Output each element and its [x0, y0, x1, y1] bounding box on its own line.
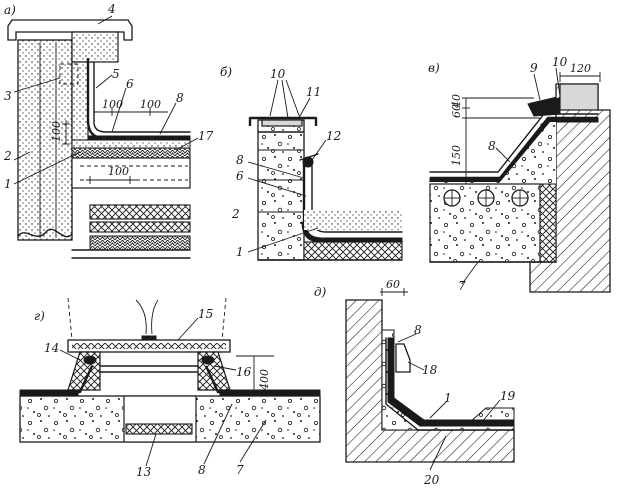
parapet-wall — [257, 119, 305, 261]
callout-7: 7 — [236, 463, 244, 477]
callout-13: 13 — [136, 465, 152, 479]
dim-label-100: 100 — [102, 98, 123, 111]
dimension-lines-d — [380, 288, 408, 296]
callout-5: 5 — [112, 67, 120, 81]
panel-letter-d: д) — [314, 285, 327, 299]
panel-letter-b: б) — [220, 65, 232, 79]
parapet-cap — [248, 116, 318, 126]
wall-panel — [17, 39, 73, 241]
dimension-lines-a — [62, 108, 168, 184]
callout-4: 4 — [107, 2, 116, 16]
callout-18: 18 — [422, 363, 438, 377]
dimension-lines-v — [462, 72, 601, 185]
callout-1: 1 — [444, 391, 452, 405]
dim-label-60: 60 — [450, 104, 463, 118]
callout-8: 8 — [414, 323, 422, 337]
panel-b: б) 10 11 12 8 6 2 1 — [220, 65, 403, 261]
ceiling-slab-layers — [89, 204, 191, 220]
dim-label-120: 120 — [570, 62, 591, 75]
dim-label-100: 100 — [140, 98, 161, 111]
callout-6: 6 — [126, 77, 134, 91]
callout-9: 9 — [530, 61, 538, 75]
callout-15: 15 — [198, 307, 213, 321]
coping-cap — [7, 19, 133, 41]
callout-2: 2 — [231, 207, 240, 221]
callout-7: 7 — [458, 279, 466, 293]
callout-8: 8 — [236, 153, 244, 167]
callout-3: 3 — [4, 89, 12, 103]
roof-insulation-b — [303, 241, 403, 261]
parapet-block — [71, 61, 89, 141]
callout-16: 16 — [236, 365, 252, 379]
light-opening-frame — [125, 423, 193, 435]
coping-block — [71, 31, 119, 63]
dashed-element — [59, 63, 79, 85]
dim-label-100: 100 — [108, 165, 129, 178]
callout-1: 1 — [538, 121, 546, 135]
panel-letter-a: а) — [4, 3, 16, 17]
dim-label-60: 60 — [386, 278, 400, 291]
callout-6: 6 — [236, 169, 244, 183]
panel-a: а) — [3, 2, 214, 259]
panel-letter-g: г) — [34, 309, 45, 323]
vertical-wall-d — [345, 299, 515, 463]
dim-label-150: 150 — [450, 145, 463, 166]
callout-12: 12 — [326, 129, 341, 143]
callout-10: 10 — [552, 55, 568, 69]
roofing-membrane-g — [20, 365, 320, 394]
callout-1: 1 — [4, 177, 12, 191]
dim-label-400: 400 — [258, 369, 271, 391]
roof-insulation — [71, 147, 191, 159]
panel-g: г) 15 — [19, 297, 321, 479]
callout-8: 8 — [488, 139, 496, 153]
callout-20: 20 — [423, 473, 440, 487]
callout-2: 2 — [3, 149, 12, 163]
dim-label-100: 100 — [50, 121, 63, 142]
wall-break-line — [17, 228, 73, 238]
fixing-batten — [395, 343, 411, 373]
panel-d: д) 8 18 1 19 20 60 — [314, 278, 516, 487]
wall-coping — [559, 83, 599, 111]
vent-arrows — [135, 299, 159, 335]
slope-fill — [430, 122, 556, 200]
roof-screed — [71, 139, 191, 149]
callout-14: 14 — [44, 341, 59, 355]
callout-10: 10 — [270, 67, 286, 81]
callout-17: 17 — [198, 129, 214, 143]
callout-19: 19 — [500, 389, 516, 403]
dim-label-40: 40 — [450, 94, 463, 109]
callout-8: 8 — [176, 91, 184, 105]
panel-letter-v: в) — [428, 61, 440, 75]
callout-1: 1 — [236, 245, 244, 259]
callout-11: 11 — [306, 85, 321, 99]
dimension-lines-g — [236, 355, 274, 393]
callout-8: 8 — [198, 463, 206, 477]
panel-v: в) — [428, 55, 611, 293]
